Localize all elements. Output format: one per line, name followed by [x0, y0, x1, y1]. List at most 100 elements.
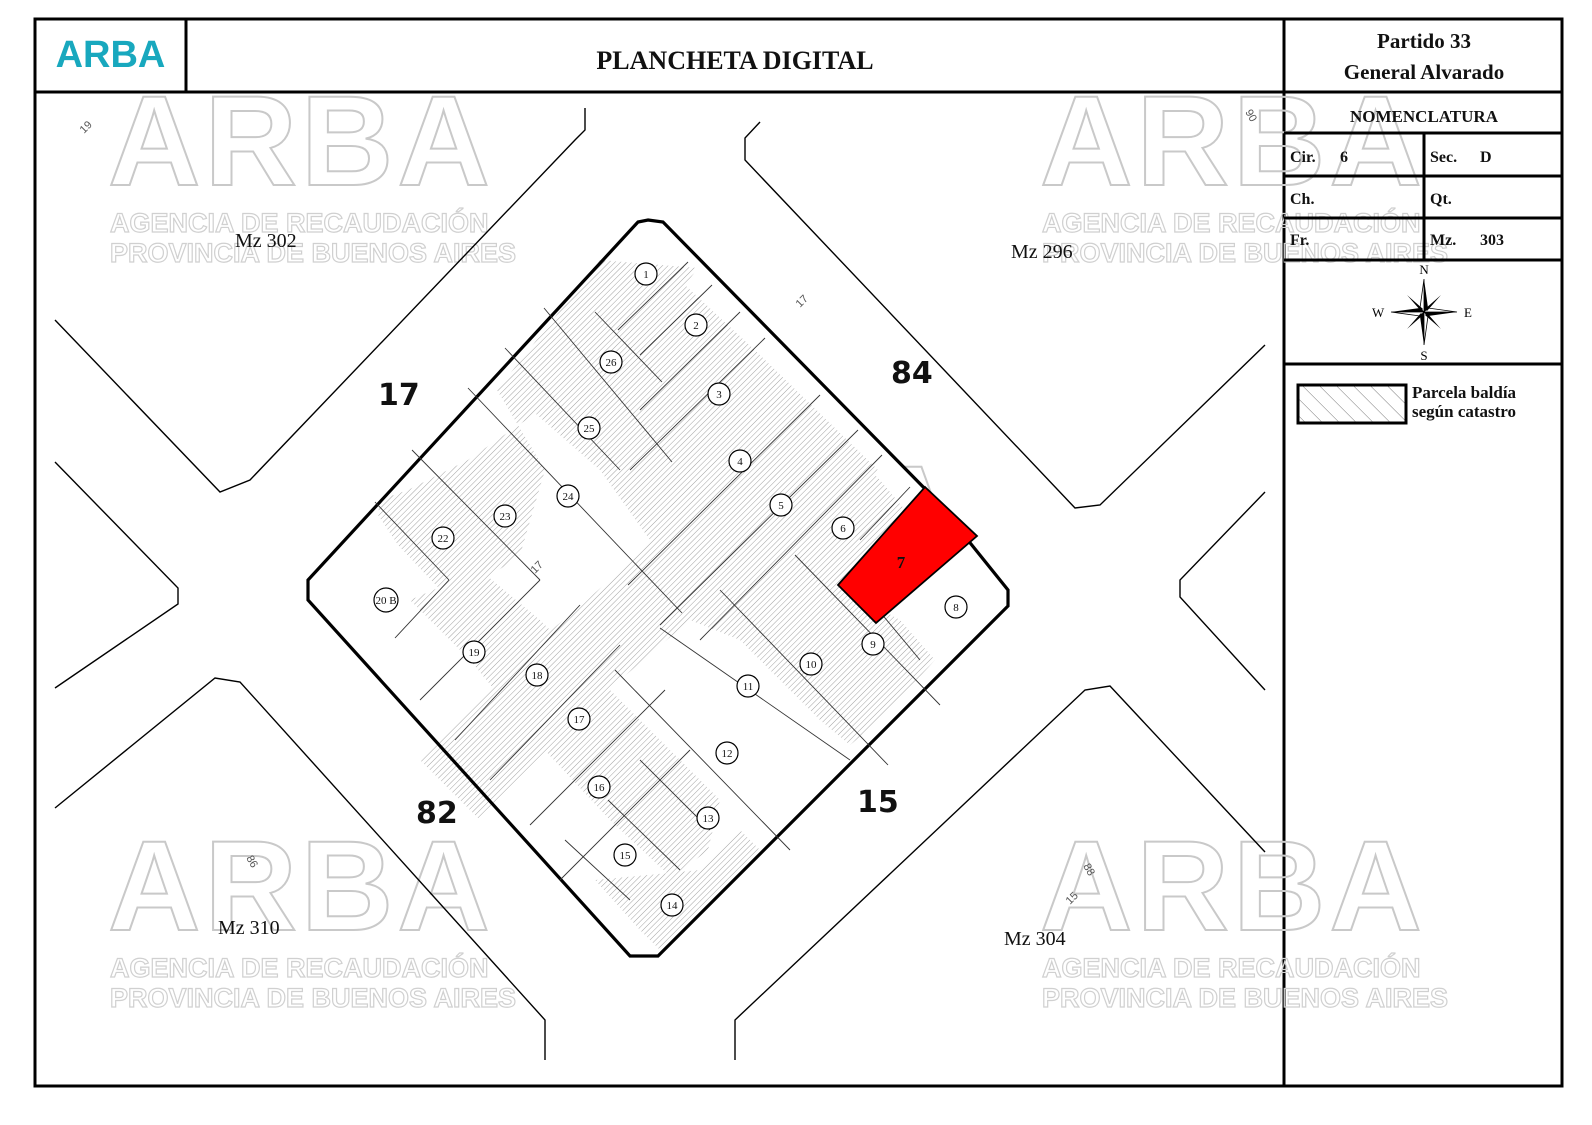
parcel-16[interactable]: 16: [587, 775, 611, 799]
field-cir-value: 6: [1340, 149, 1348, 166]
block-label-296: Mz 296: [1011, 241, 1073, 263]
corner-label-19: 19: [78, 119, 95, 136]
watermark-line1-4: AGENCIA DE RECAUDACIÓN: [110, 952, 489, 983]
parcel-20b[interactable]: 20 B: [373, 587, 399, 613]
watermark-logo-5: ARBA: [1040, 815, 1426, 958]
compass-icon: N S E W: [1372, 262, 1472, 363]
svg-text:16: 16: [594, 782, 606, 794]
street-82: 82: [416, 796, 458, 831]
parcel-17[interactable]: 17: [567, 707, 591, 731]
parcel-13[interactable]: 13: [696, 806, 720, 830]
block-310-edge: [54, 677, 546, 1060]
watermark-logo-4: ARBA: [108, 815, 494, 958]
parcel-10[interactable]: 10: [799, 652, 823, 676]
parcel-11[interactable]: 11: [736, 674, 760, 698]
parcel-7-label[interactable]: 7: [897, 553, 906, 572]
parcel-3[interactable]: 3: [707, 382, 731, 406]
compass-w: W: [1372, 305, 1385, 320]
block-outlines: [54, 108, 1266, 1060]
parcel-9[interactable]: 9: [861, 632, 885, 656]
parcel-26[interactable]: 26: [599, 350, 623, 374]
parcel-5[interactable]: 5: [769, 493, 793, 517]
field-sec-label: Sec.: [1430, 149, 1458, 166]
parcel-1[interactable]: 1: [634, 262, 658, 286]
parcel-23[interactable]: 23: [493, 504, 517, 528]
parcel-22[interactable]: 22: [431, 526, 455, 550]
parcel-15[interactable]: 15: [613, 843, 637, 867]
svg-text:20 B: 20 B: [375, 595, 396, 607]
svg-text:23: 23: [500, 511, 512, 523]
svg-text:1: 1: [643, 269, 649, 281]
field-cir-label: Cir.: [1290, 149, 1316, 166]
watermark-line1-2: AGENCIA DE RECAUDACIÓN: [1042, 207, 1421, 238]
nomenclatura-title: NOMENCLATURA: [1350, 107, 1498, 126]
svg-text:19: 19: [469, 647, 481, 659]
outer-frame: [33, 17, 1564, 1088]
svg-text:25: 25: [584, 423, 596, 435]
svg-text:22: 22: [438, 533, 449, 545]
watermark-line2-2: PROVINCIA DE BUENOS AIRES: [1042, 238, 1448, 268]
street-17: 17: [378, 378, 420, 413]
watermark-logo-1: ARBA: [108, 70, 494, 213]
svg-text:11: 11: [743, 681, 754, 693]
corner-label-17: 17: [794, 293, 811, 310]
svg-text:7: 7: [897, 553, 906, 572]
corner-label-86: 86: [243, 854, 260, 871]
compass-s: S: [1420, 348, 1427, 363]
svg-text:5: 5: [778, 500, 784, 512]
svg-text:24: 24: [563, 491, 575, 503]
svg-text:3: 3: [716, 389, 722, 401]
svg-text:15: 15: [620, 850, 632, 862]
field-mz-label: Mz.: [1430, 232, 1457, 249]
corner-label-90: 90: [1242, 108, 1259, 125]
parcel-8[interactable]: 8: [944, 595, 968, 619]
svg-text:2: 2: [693, 320, 699, 332]
corner-label-88: 88: [1080, 862, 1097, 879]
parcel-6[interactable]: 6: [831, 516, 855, 540]
parcel-12[interactable]: 12: [715, 741, 739, 765]
field-ch-label: Ch.: [1290, 191, 1315, 208]
field-fr-label: Fr.: [1290, 232, 1310, 249]
svg-text:10: 10: [806, 659, 818, 671]
legend-line1: Parcela baldía: [1412, 383, 1517, 402]
page-title: PLANCHETA DIGITAL: [596, 45, 874, 75]
parcel-25[interactable]: 25: [577, 416, 601, 440]
svg-text:8: 8: [953, 602, 959, 614]
parcel-18[interactable]: 18: [525, 663, 549, 687]
block-west-edge: [54, 461, 179, 689]
watermark-line1-1: AGENCIA DE RECAUDACIÓN: [110, 207, 489, 238]
partido-block: Partido 33 General Alvarado: [1284, 26, 1564, 88]
watermark-line2-5: PROVINCIA DE BUENOS AIRES: [1042, 983, 1448, 1013]
block-296-edge: [744, 121, 1266, 509]
block-east-edge: [1179, 491, 1266, 691]
svg-text:18: 18: [532, 670, 544, 682]
legend-line2: según catastro: [1412, 402, 1517, 421]
svg-text:26: 26: [606, 357, 618, 369]
watermark-line2-1: PROVINCIA DE BUENOS AIRES: [110, 238, 516, 268]
block-304-edge: [734, 685, 1266, 1060]
parcel-2[interactable]: 2: [684, 313, 708, 337]
parcel-4[interactable]: 4: [728, 449, 752, 473]
field-sec-value: D: [1480, 149, 1492, 166]
street-84: 84: [891, 356, 933, 391]
svg-text:13: 13: [703, 813, 715, 825]
block-label-310: Mz 310: [218, 917, 280, 939]
parcel-19[interactable]: 19: [462, 640, 486, 664]
highlighted-parcel-7[interactable]: [836, 485, 979, 625]
legend-swatch: [1296, 383, 1408, 425]
parcel-markers: 1 2 3 4 5 6 7 8 9 10 11 12 13 14 15 16 1…: [373, 262, 968, 917]
svg-text:6: 6: [840, 523, 846, 535]
compass-n: N: [1419, 262, 1429, 277]
svg-text:17: 17: [574, 714, 586, 726]
parcel-24[interactable]: 24: [556, 484, 580, 508]
compass-e: E: [1464, 305, 1472, 320]
block-303: [306, 218, 1010, 958]
legend-text: Parcela baldía según catastro: [1412, 383, 1516, 421]
svg-text:4: 4: [737, 456, 743, 468]
svg-text:9: 9: [870, 639, 876, 651]
svg-text:12: 12: [722, 748, 733, 760]
partido-line1: Partido 33: [1377, 29, 1471, 53]
parcel-14[interactable]: 14: [660, 893, 684, 917]
